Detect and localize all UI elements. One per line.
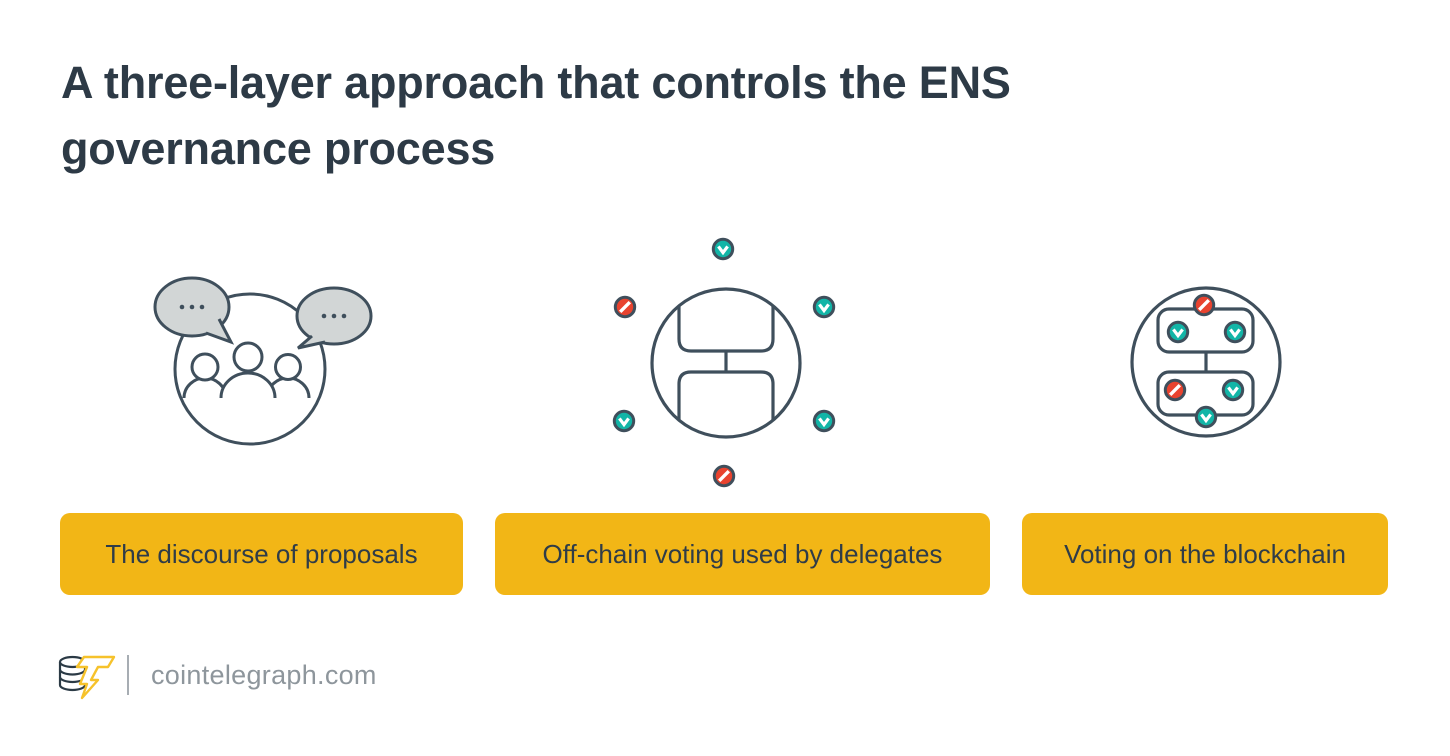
reject-vote-icon [1163, 378, 1187, 402]
ellipsis-dots-right [321, 313, 347, 319]
speech-bubble-right-tail [297, 334, 326, 350]
person-center-head [232, 341, 264, 373]
footer-site-text: cointelegraph.com [151, 660, 377, 690]
offchain-voting-icon [612, 237, 836, 488]
approve-vote-icon [812, 409, 836, 433]
footer-divider [127, 655, 129, 695]
community-discussion-icon [153, 276, 373, 446]
bottom-tab [677, 370, 775, 420]
cointelegraph-logo-icon [58, 655, 116, 700]
reject-vote-icon [1192, 293, 1216, 317]
page-title: A three-layer approach that controls the… [61, 57, 1011, 174]
step-label-offchain-voting[interactable]: Off-chain voting used by delegates [495, 513, 990, 595]
reject-vote-icon [712, 464, 736, 488]
approve-vote-icon [1223, 320, 1247, 344]
approve-vote-icon [1194, 405, 1218, 429]
lightning-bolt [75, 655, 116, 700]
approve-vote-icon [1166, 320, 1190, 344]
person-center-shoulders [219, 371, 277, 399]
person-right-head [274, 353, 302, 381]
approve-vote-icon [1221, 378, 1245, 402]
approve-vote-icon [612, 409, 636, 433]
person-left-head [190, 352, 220, 382]
step-label-onchain-voting[interactable]: Voting on the blockchain [1022, 513, 1388, 595]
ellipsis-dots-left [179, 304, 205, 310]
speech-bubble-left-tail [205, 318, 235, 345]
step-label-discourse[interactable]: The discourse of proposals [60, 513, 463, 595]
approve-vote-icon [711, 237, 735, 261]
onchain-voting-icon [1130, 286, 1282, 438]
approve-vote-icon [812, 295, 836, 319]
reject-vote-icon [613, 295, 637, 319]
